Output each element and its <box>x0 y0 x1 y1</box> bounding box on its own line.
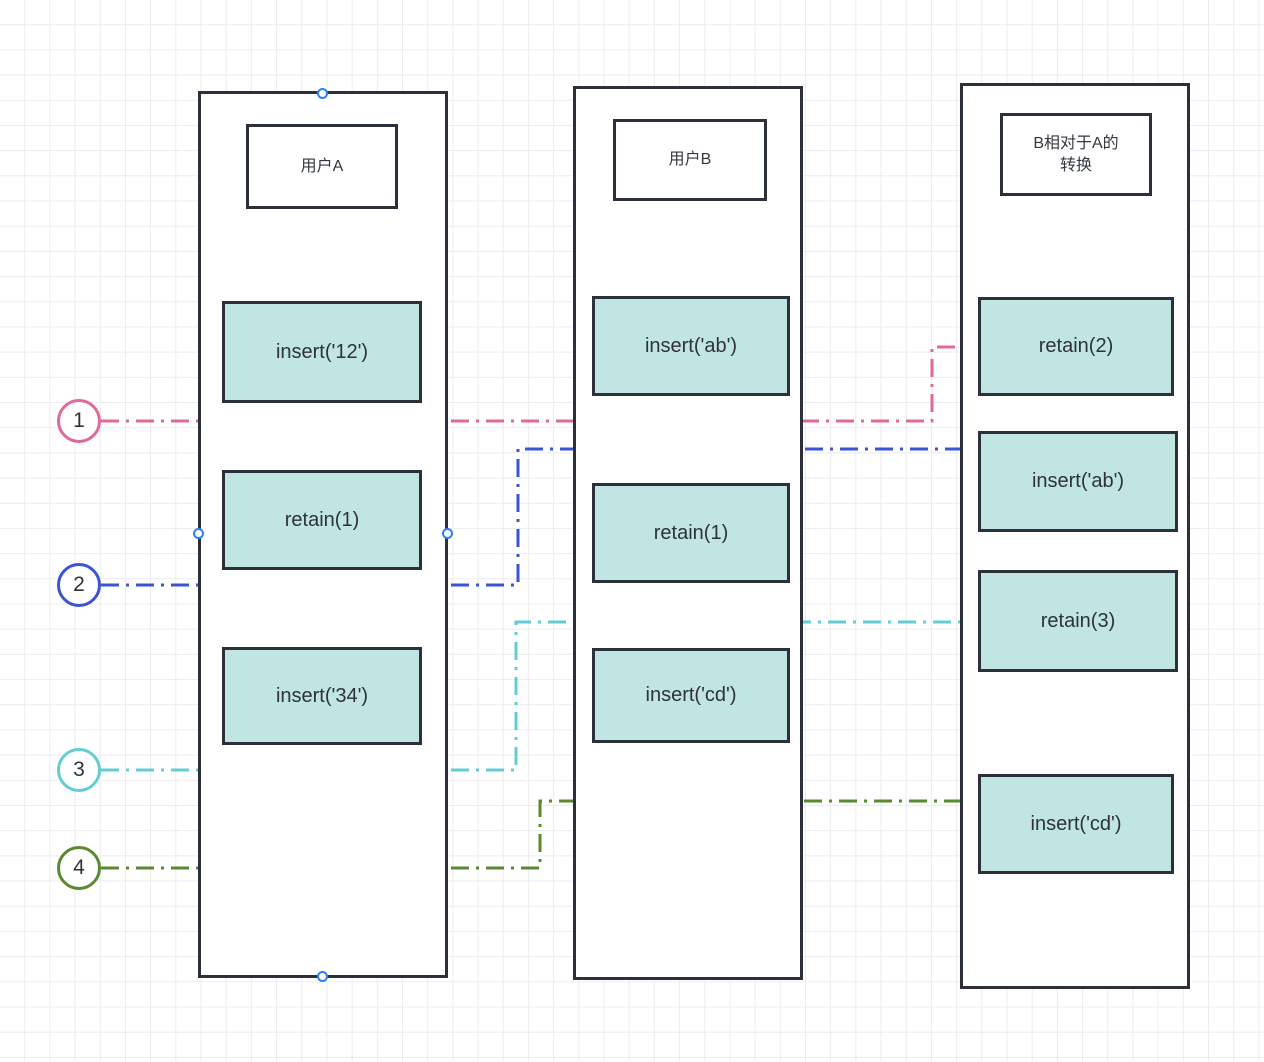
op-box-retain-1-b[interactable]: retain(1) <box>592 483 790 583</box>
selection-handle-left[interactable] <box>192 527 204 539</box>
op-box-insert-ab-b[interactable]: insert('ab') <box>592 296 790 396</box>
op-box-insert-cd-b[interactable]: insert('cd') <box>592 648 790 743</box>
lane-transform-title[interactable]: B相对于A的 转换 <box>1000 113 1152 196</box>
op-box-insert-ab-t[interactable]: insert('ab') <box>978 431 1178 532</box>
lane-user-a-title[interactable]: 用户A <box>246 124 398 209</box>
op-box-retain-2[interactable]: retain(2) <box>978 297 1174 396</box>
op-box-insert-cd-t[interactable]: insert('cd') <box>978 774 1174 874</box>
op-box-insert-12[interactable]: insert('12') <box>222 301 422 403</box>
op-box-retain-1-a[interactable]: retain(1) <box>222 470 422 570</box>
selection-handle-top[interactable] <box>316 87 328 99</box>
step-badge-1[interactable]: 1 <box>57 399 101 443</box>
lane-user-b-title[interactable]: 用户B <box>613 119 767 201</box>
step-badge-2[interactable]: 2 <box>57 563 101 607</box>
op-box-insert-34[interactable]: insert('34') <box>222 647 422 745</box>
op-box-retain-3[interactable]: retain(3) <box>978 570 1178 672</box>
step-badge-4[interactable]: 4 <box>57 846 101 890</box>
selection-handle-right[interactable] <box>441 527 453 539</box>
selection-handle-bottom[interactable] <box>316 970 328 982</box>
step-badge-3[interactable]: 3 <box>57 748 101 792</box>
